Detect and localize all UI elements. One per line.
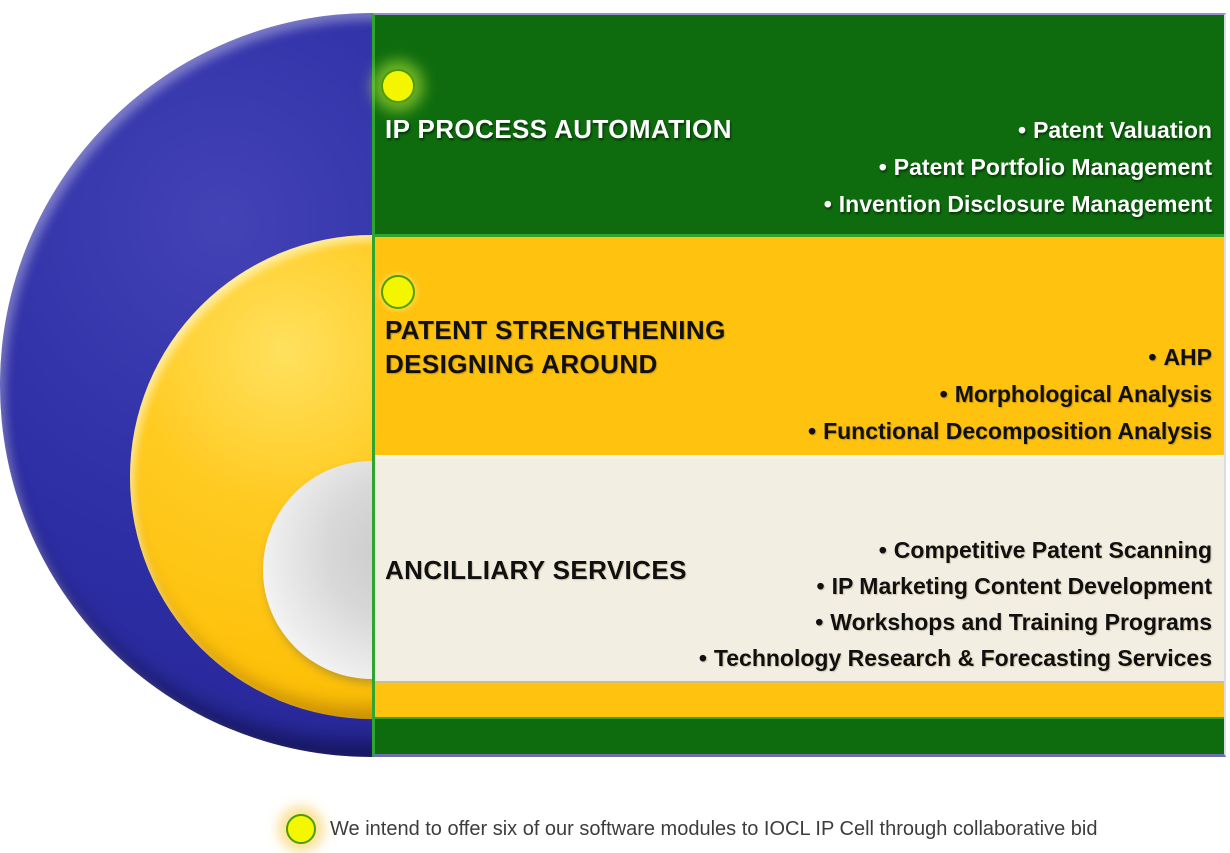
bullet-item: •AHP	[808, 339, 1212, 376]
bullet-label: AHP	[1163, 344, 1212, 370]
bullet-item: •Technology Research & Forecasting Servi…	[699, 640, 1212, 676]
band-title-ancilliary-services: ANCILLIARY SERVICES	[385, 555, 687, 585]
band-title-ip-process-automation: IP PROCESS AUTOMATION	[385, 114, 732, 144]
bullet-icon: •	[878, 154, 887, 180]
bullet-item: •Workshops and Training Programs	[699, 604, 1212, 640]
service-bands-panel: IP PROCESS AUTOMATION •Patent Valuation …	[372, 13, 1226, 757]
band-patent-strengthening: PATENT STRENGTHENING DESIGNING AROUND •A…	[375, 237, 1224, 459]
bullet-label: Workshops and Training Programs	[830, 609, 1212, 635]
bullet-item: •IP Marketing Content Development	[699, 568, 1212, 604]
bullet-icon: •	[1018, 117, 1027, 143]
bullet-item: •Functional Decomposition Analysis	[808, 413, 1212, 450]
module-marker-icon	[381, 275, 415, 309]
bullet-item: •Invention Disclosure Management	[824, 186, 1212, 223]
bullet-icon: •	[878, 537, 887, 563]
bullet-item: •Patent Portfolio Management	[824, 149, 1212, 186]
band-ancilliary-services: ANCILLIARY SERVICES •Competitive Patent …	[375, 459, 1224, 683]
band-title-line1: PATENT STRENGTHENING	[385, 315, 726, 345]
bullet-label: Morphological Analysis	[954, 381, 1212, 407]
band-bullet-list: •AHP •Morphological Analysis •Functional…	[808, 339, 1212, 450]
legend: We intend to offer six of our software m…	[286, 804, 1097, 853]
bullet-item: •Morphological Analysis	[808, 376, 1212, 413]
bullet-label: Patent Valuation	[1033, 117, 1212, 143]
band-bullet-list: •Patent Valuation •Patent Portfolio Mana…	[824, 112, 1212, 223]
bullet-icon: •	[808, 418, 817, 444]
bullet-label: Competitive Patent Scanning	[893, 537, 1212, 563]
bullet-icon: •	[823, 191, 832, 217]
band-title-patent-strengthening: PATENT STRENGTHENING DESIGNING AROUND	[385, 313, 726, 381]
bullet-icon: •	[1148, 344, 1157, 370]
band-bullet-list: •Competitive Patent Scanning •IP Marketi…	[699, 532, 1212, 676]
legend-text: We intend to offer six of our software m…	[330, 817, 1098, 840]
bullet-icon: •	[816, 573, 825, 599]
module-marker-icon	[286, 814, 316, 844]
bullet-label: Functional Decomposition Analysis	[823, 418, 1212, 444]
bullet-icon: •	[815, 609, 824, 635]
module-marker-icon	[381, 69, 415, 103]
bullet-icon: •	[939, 381, 948, 407]
bullet-label: Patent Portfolio Management	[893, 154, 1212, 180]
bullet-item: •Competitive Patent Scanning	[699, 532, 1212, 568]
bullet-item: •Patent Valuation	[824, 112, 1212, 149]
band-ip-process-automation: IP PROCESS AUTOMATION •Patent Valuation …	[375, 15, 1224, 237]
bullet-label: Technology Research & Forecasting Servic…	[713, 645, 1212, 671]
band-title-line2: DESIGNING AROUND	[385, 349, 658, 379]
bullet-icon: •	[698, 645, 707, 671]
bullet-label: Invention Disclosure Management	[838, 191, 1212, 217]
bullet-label: IP Marketing Content Development	[831, 573, 1212, 599]
band-strip-green	[375, 719, 1224, 754]
band-strip-gold	[375, 683, 1224, 719]
